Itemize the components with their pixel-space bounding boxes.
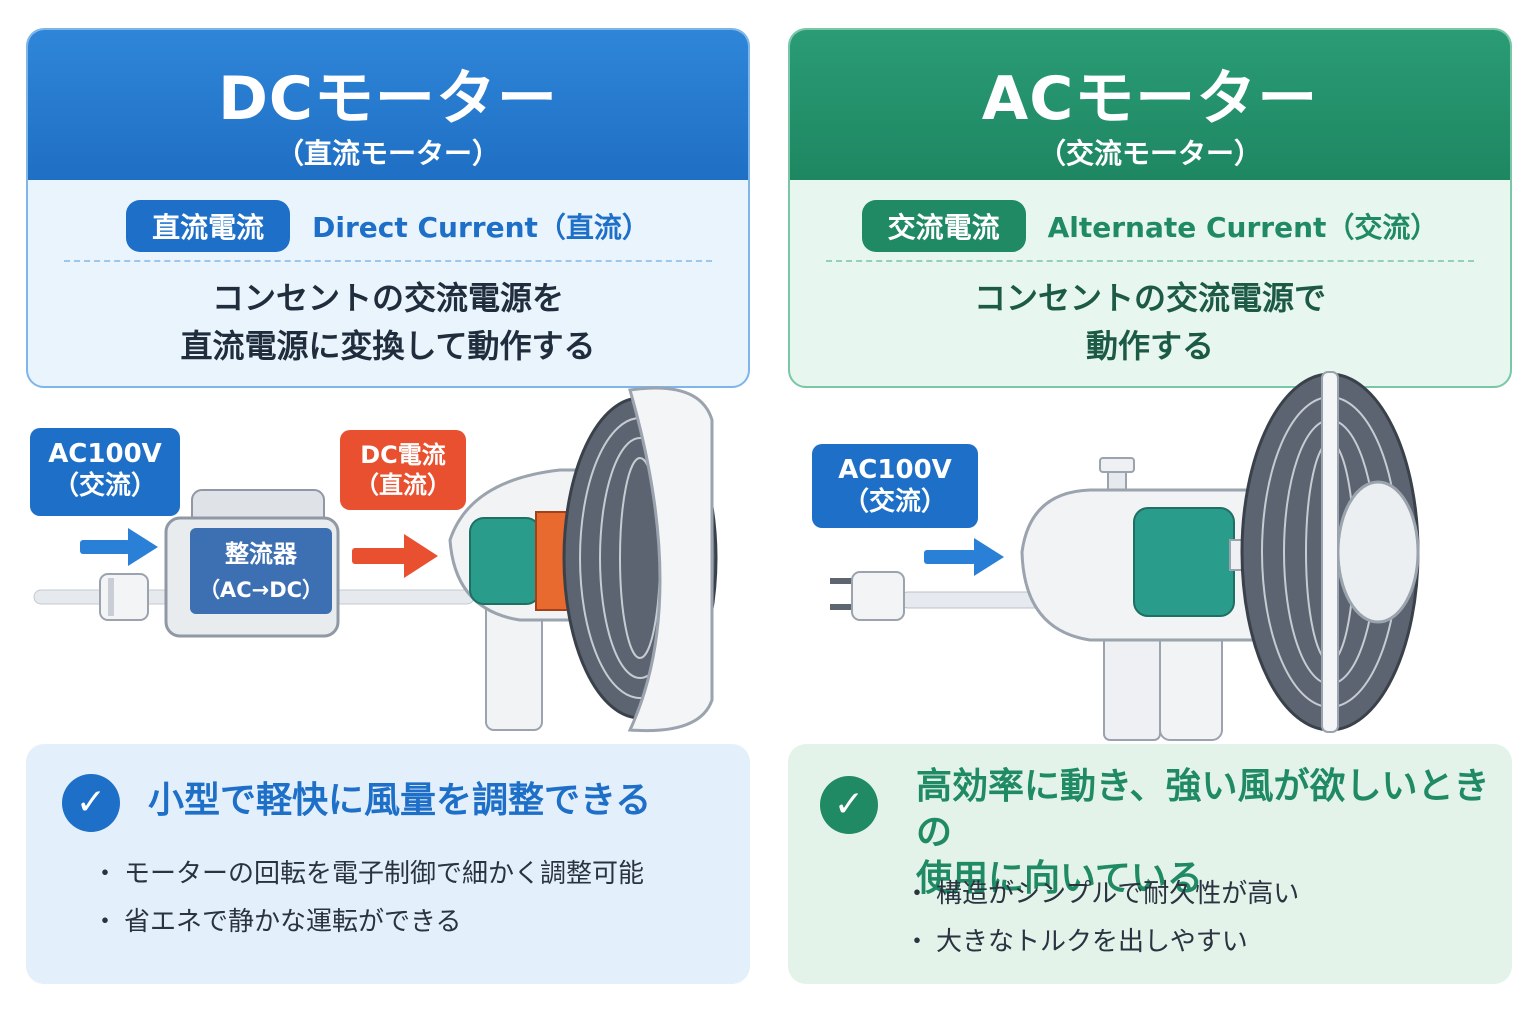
dc-input-label1: AC100V <box>48 439 162 469</box>
dc-description: コンセントの交流電源を 直流電源に変換して動作する <box>28 274 748 370</box>
rectifier-label1: 整流器 <box>225 540 297 568</box>
dc-divider <box>64 260 712 262</box>
list-item: 構造がシンプルで耐久性が高い <box>904 870 1299 918</box>
dc-current-pill: 直流電流 <box>126 200 291 252</box>
dc-headline: 小型で軽快に風量を調整できる <box>148 780 652 821</box>
dc-title: DCモーター <box>218 64 558 134</box>
ac-subtitle: （交流モーター） <box>1037 137 1262 170</box>
dc-arrow-right-icon <box>352 534 438 578</box>
ac-bullet-list: 構造がシンプルで耐久性が高い 大きなトルクを出しやすい <box>904 870 1299 966</box>
dc-desc-line1: コンセントの交流電源を <box>211 279 564 317</box>
ac-motor-card: ACモーター （交流モーター） 交流電流 Alternate Current（交… <box>788 28 1512 388</box>
dc-current-label2: （直流） <box>355 471 451 499</box>
dc-subtitle: （直流モーター） <box>275 137 500 170</box>
ac-description: コンセントの交流電源で 動作する <box>790 274 1510 370</box>
rectifier-label: 整流器 （AC→DC） <box>190 536 332 608</box>
ac-input-label1: AC100V <box>838 455 952 485</box>
ac-input-tag: AC100V （交流） <box>812 444 978 528</box>
ac-title: ACモーター <box>981 64 1319 134</box>
ac-current-text: Alternate Current（交流） <box>1047 211 1439 244</box>
ac-desc-line2: 動作する <box>1085 327 1214 365</box>
dc-desc-line2: 直流電源に変換して動作する <box>180 327 596 365</box>
dc-input-label2: （交流） <box>52 471 157 501</box>
dc-input-tag: AC100V （交流） <box>30 428 180 516</box>
dc-benefit-card: ✓ 小型で軽快に風量を調整できる モーターの回転を電子制御で細かく調整可能 省エ… <box>26 744 750 984</box>
plug-icon <box>99 573 149 621</box>
rectifier-label2: （AC→DC） <box>198 578 324 602</box>
dc-current-tag: DC電流 （直流） <box>340 430 466 510</box>
dc-bullet-list: モーターの回転を電子制御で細かく調整可能 省エネで静かな運転ができる <box>92 850 644 946</box>
list-item: 省エネで静かな運転ができる <box>92 898 644 946</box>
ac-plug-icon <box>830 571 905 621</box>
dc-current-text: Direct Current（直流） <box>312 211 650 244</box>
check-icon: ✓ <box>820 776 878 834</box>
ac-benefit-card: ✓ 高効率に動き、強い風が欲しいときの 使用に向いている 構造がシンプルで耐久性… <box>788 744 1512 984</box>
ac-input-label2: （交流） <box>842 487 947 517</box>
list-item: 大きなトルクを出しやすい <box>904 918 1299 966</box>
dc-motor-card: DCモーター （直流モーター） 直流電流 Direct Current（直流） … <box>26 28 750 388</box>
ac-arrow-right-icon <box>924 538 1004 576</box>
arrow-right-icon <box>80 528 158 566</box>
ac-current-row: 交流電流 Alternate Current（交流） <box>790 200 1510 252</box>
dc-current-label1: DC電流 <box>360 441 446 469</box>
ac-current-pill: 交流電流 <box>861 200 1026 252</box>
dc-current-row: 直流電流 Direct Current（直流） <box>28 200 748 252</box>
ac-header-band: ACモーター （交流モーター） <box>790 30 1510 180</box>
dc-header-band: DCモーター （直流モーター） <box>28 30 748 180</box>
ac-headline-line1: 高効率に動き、強い風が欲しいときの <box>916 766 1490 853</box>
ac-fan-icon <box>1020 371 1420 741</box>
ac-desc-line1: コンセントの交流電源で <box>973 279 1326 317</box>
dc-fan-icon <box>448 386 718 733</box>
list-item: モーターの回転を電子制御で細かく調整可能 <box>92 850 644 898</box>
rectifier-box <box>164 489 340 638</box>
check-icon: ✓ <box>62 774 120 832</box>
ac-divider <box>826 260 1474 262</box>
